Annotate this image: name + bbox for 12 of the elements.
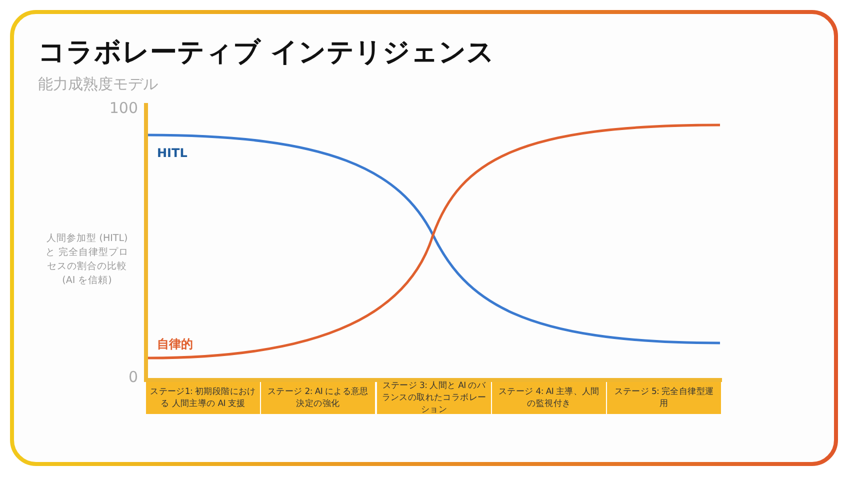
axis-tick-label: 0 xyxy=(127,368,138,386)
stage-box: ステージ 2: AI による意思決定の強化 xyxy=(261,382,376,414)
stage-box: ステージ 5: 完全自律型運用 xyxy=(607,382,722,414)
stage-box: ステージ 3: 人間と AI のバランスの取れたコラボレーション xyxy=(377,382,492,414)
curve-label: HITL xyxy=(157,146,188,160)
axis-title: 人間参加型 (HITL)と 完全自律型プロセスの割合の比較(AI を信頼) xyxy=(44,232,130,288)
stage-box: ステージ 4: AI 主導、人間の監視付き xyxy=(492,382,607,414)
subtitle: 能力成熟度モデル xyxy=(38,75,158,94)
title: コラボレーティブ インテリジェンス xyxy=(38,36,494,70)
axis-tick-label: 100 xyxy=(108,99,138,117)
stage-box: ステージ1: 初期段階における 人間主導の AI 支援 xyxy=(146,382,261,414)
curve-label: 自律的 xyxy=(157,336,193,353)
